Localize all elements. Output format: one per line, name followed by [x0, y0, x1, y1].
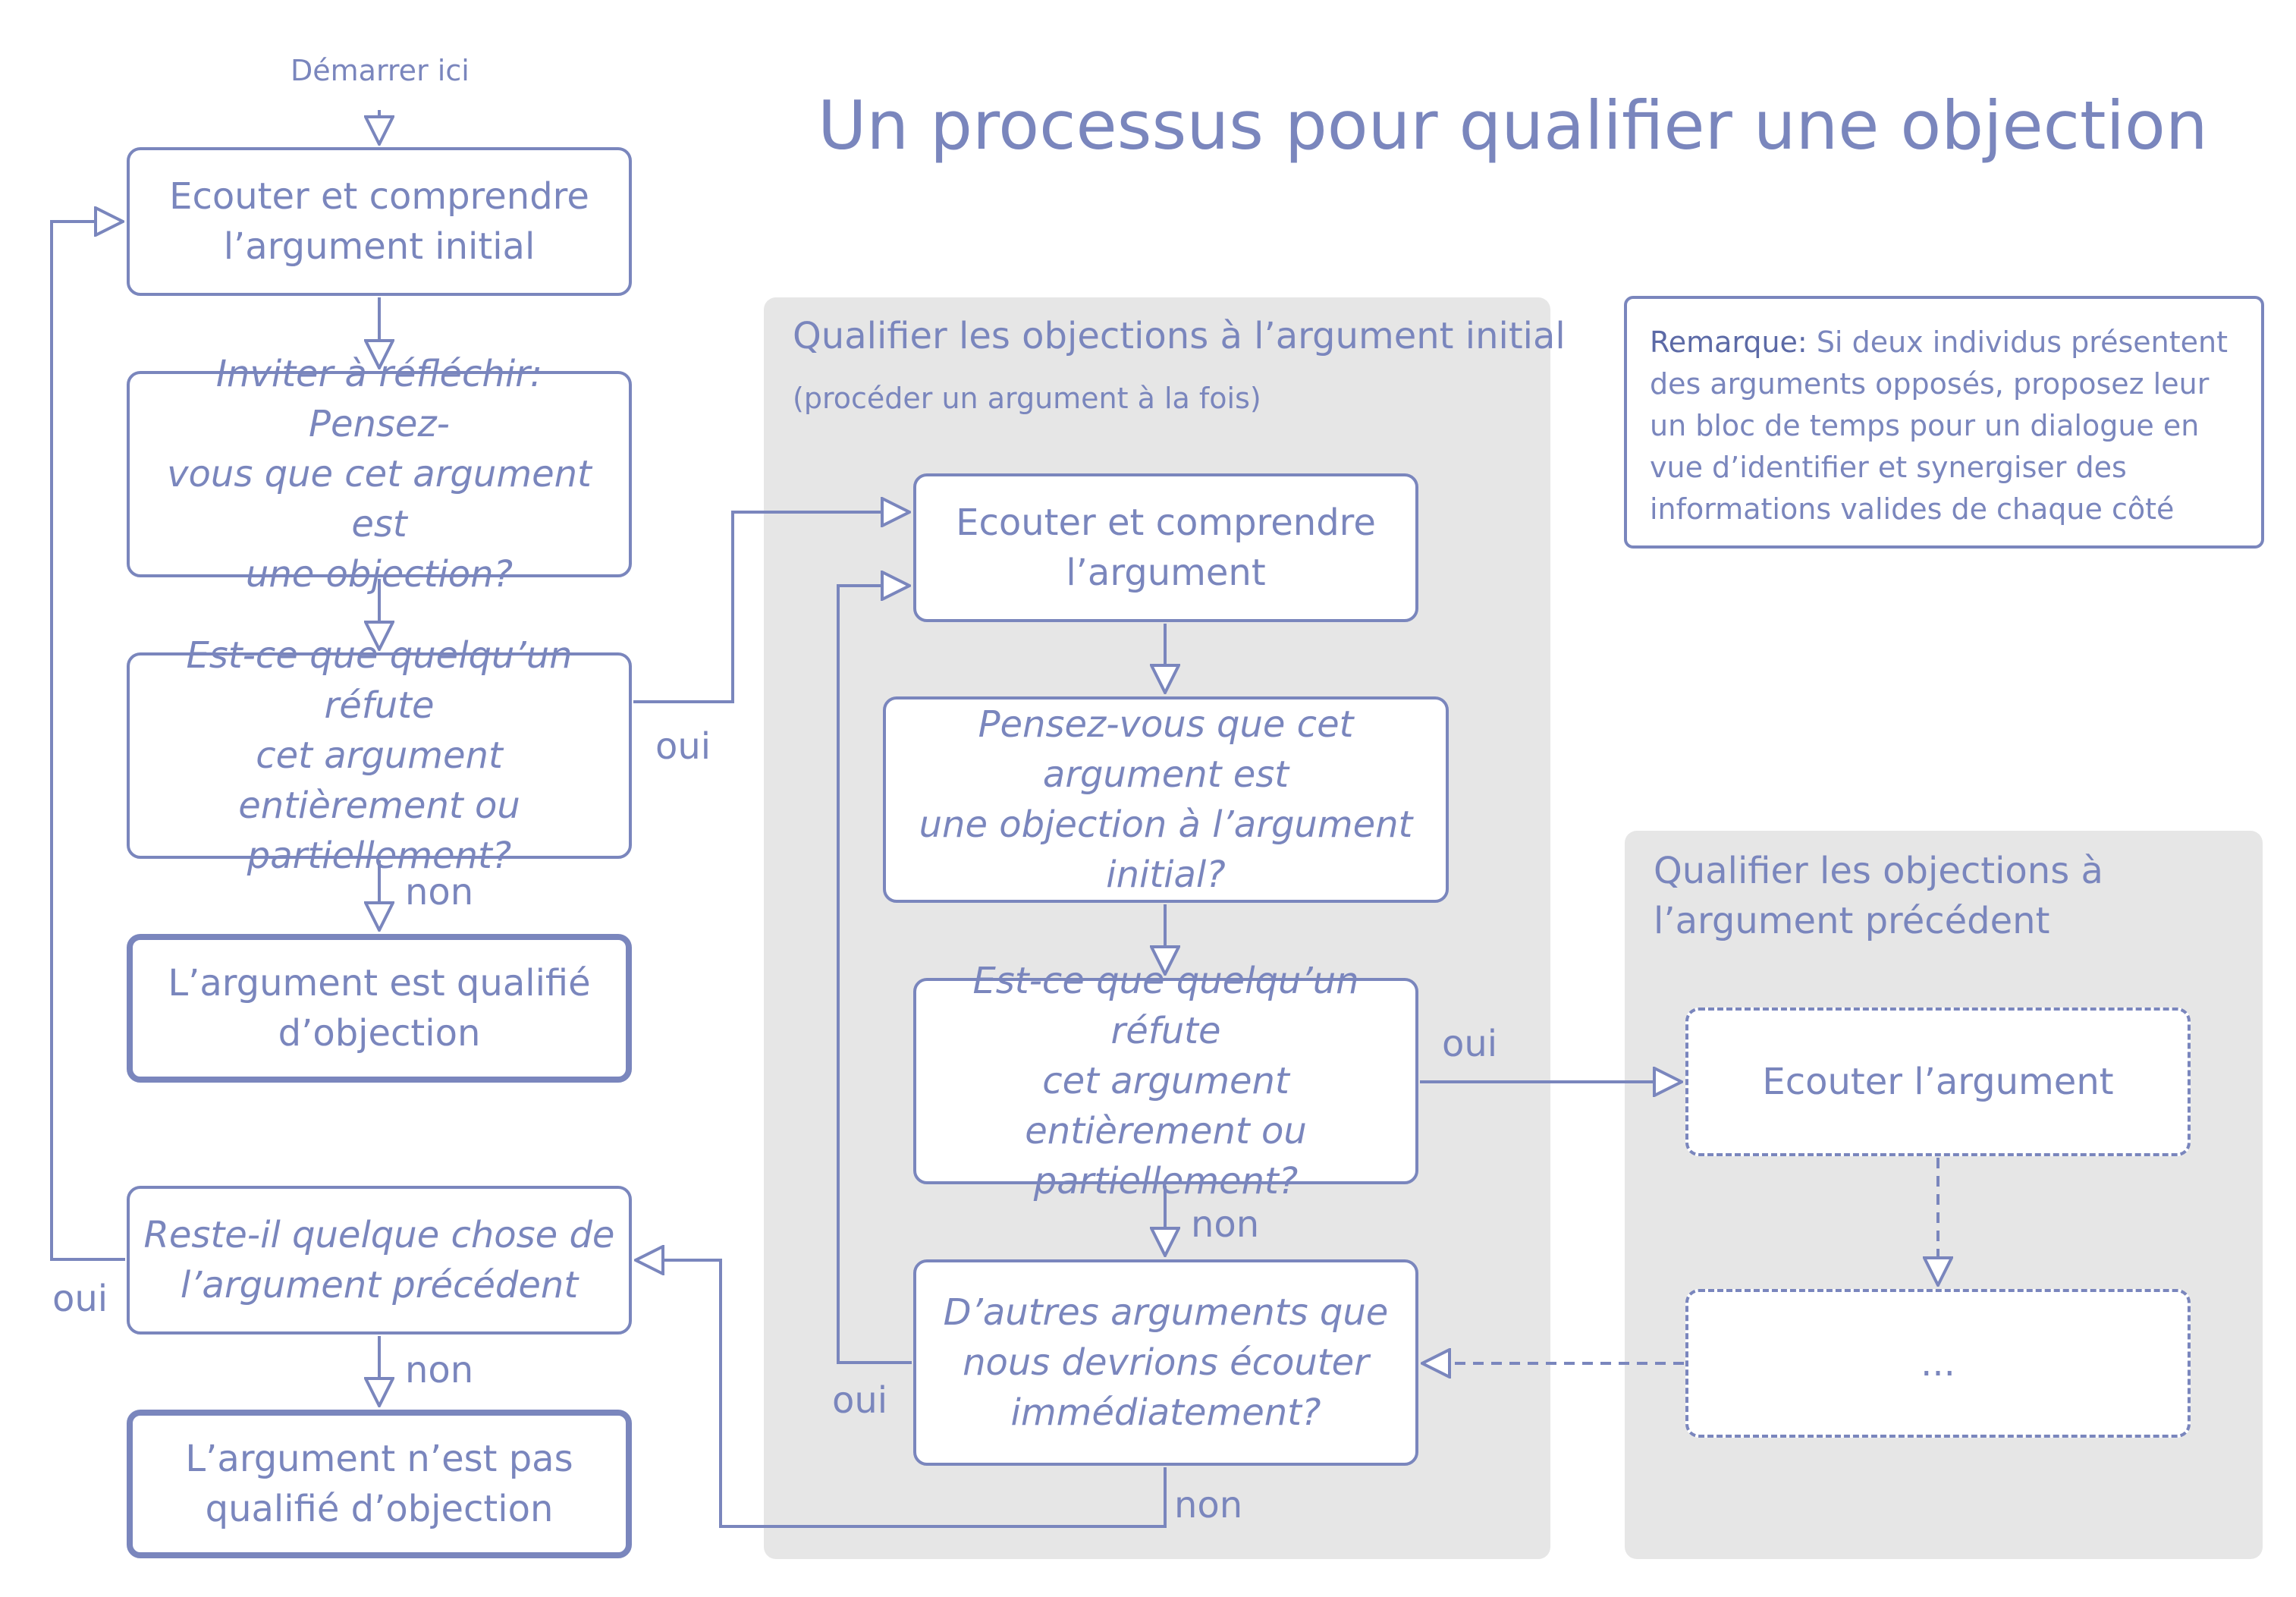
label-yes-refute-2: oui [1442, 1023, 1498, 1065]
node-think-objection: Pensez-vous que cet argument est une obj… [883, 696, 1449, 903]
node-listen-initial: Ecouter et comprendre l’argument initial [127, 147, 632, 296]
label-no-remaining: non [405, 1349, 474, 1391]
panel-qualify-previous-title: Qualifier les objections à l’argument pr… [1654, 850, 2103, 942]
label-no-other-args: non [1174, 1484, 1243, 1526]
node-refute-2: Est-ce que quelqu’un réfute cet argument… [913, 960, 1418, 1202]
node-not-qualified: L’argument n’est pas qualifié d’objectio… [127, 1410, 632, 1558]
label-no-refute-1: non [405, 871, 474, 913]
node-invite-reflect: Inviter à réfléchir: Pensez- vous que ce… [127, 353, 632, 596]
node-listen-argument: Ecouter et comprendre l’argument [913, 473, 1418, 622]
node-other-args: D’autres arguments que nous devrions éco… [913, 1259, 1418, 1466]
node-remaining: Reste-il quelque chose de l’argument pré… [127, 1186, 632, 1335]
note-key: Remarque: [1650, 325, 1808, 359]
label-yes-other-args: oui [832, 1379, 888, 1422]
node-listen-simple: Ecouter l’argument [1685, 1008, 2191, 1156]
note-text: Si deux individus présentent des argumen… [1650, 325, 2228, 526]
label-no-refute-2: non [1191, 1203, 1260, 1246]
edge-remaining-yes [50, 222, 125, 1261]
label-yes-refute-1: oui [655, 725, 711, 768]
label-yes-remaining: oui [52, 1278, 108, 1320]
diagram-title: Un processus pour qualifier une objectio… [818, 86, 2208, 165]
edge-other-no [636, 1260, 1167, 1528]
panel-qualify-previous [1625, 831, 2263, 1559]
note-box: Remarque: Si deux individus présentent d… [1624, 296, 2264, 549]
edge-other-yes [837, 586, 912, 1364]
node-qualified: L’argument est qualifié d’objection [127, 934, 632, 1083]
start-label: Démarrer ici [291, 54, 470, 87]
node-ellipsis: ... [1685, 1289, 2191, 1438]
edge-refute-yes [633, 512, 909, 703]
panel-qualify-initial-title: Qualifier les objections à l’argument in… [793, 315, 1566, 357]
panel-qualify-initial-subtitle: (procéder un argument à la fois) [793, 382, 1261, 415]
